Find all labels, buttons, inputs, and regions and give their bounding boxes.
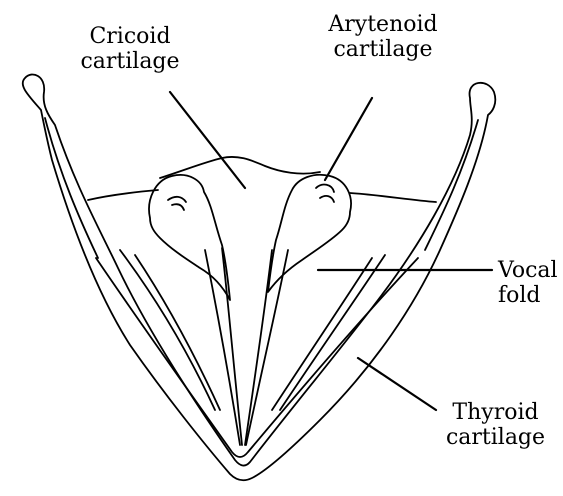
vocal-fold-label-line2: fold	[498, 283, 558, 308]
right-arytenoid	[268, 175, 351, 292]
arytenoid-label-line1: Arytenoid	[318, 12, 448, 37]
thyroid-left-horn-inner	[45, 118, 98, 258]
left-vocal-fold-inner	[222, 248, 242, 445]
thyroid-upper-rim-right	[350, 193, 436, 202]
thyroid-label-line2: cartilage	[438, 425, 553, 450]
arytenoid-leader	[325, 98, 372, 180]
left-band	[120, 250, 220, 410]
cricoid-leader	[170, 92, 245, 188]
vocal-fold-label: Vocal fold	[498, 258, 558, 308]
arytenoid-label-line2: cartilage	[318, 37, 448, 62]
thyroid-right-horn-inner	[425, 120, 478, 250]
thyroid-label-line1: Thyroid	[438, 400, 553, 425]
thyroid-upper-rim-left	[88, 190, 158, 200]
right-band	[272, 255, 385, 410]
right-arytenoid-detail	[316, 185, 334, 202]
arytenoid-cartilage-label: Arytenoid cartilage	[318, 12, 448, 62]
cricoid-cartilage-label: Cricoid cartilage	[70, 24, 190, 74]
cricoid-label-line2: cartilage	[70, 49, 190, 74]
cricoid-label-line1: Cricoid	[70, 24, 190, 49]
left-arytenoid	[149, 175, 230, 300]
vocal-fold-label-line1: Vocal	[498, 258, 558, 283]
thyroid-cartilage-label: Thyroid cartilage	[438, 400, 553, 450]
thyroid-leader	[358, 358, 436, 410]
thyroid-outer-outline	[23, 74, 496, 480]
left-arytenoid-detail	[168, 197, 186, 210]
left-vocal-fold	[205, 250, 240, 445]
right-vocal-fold	[246, 250, 288, 445]
